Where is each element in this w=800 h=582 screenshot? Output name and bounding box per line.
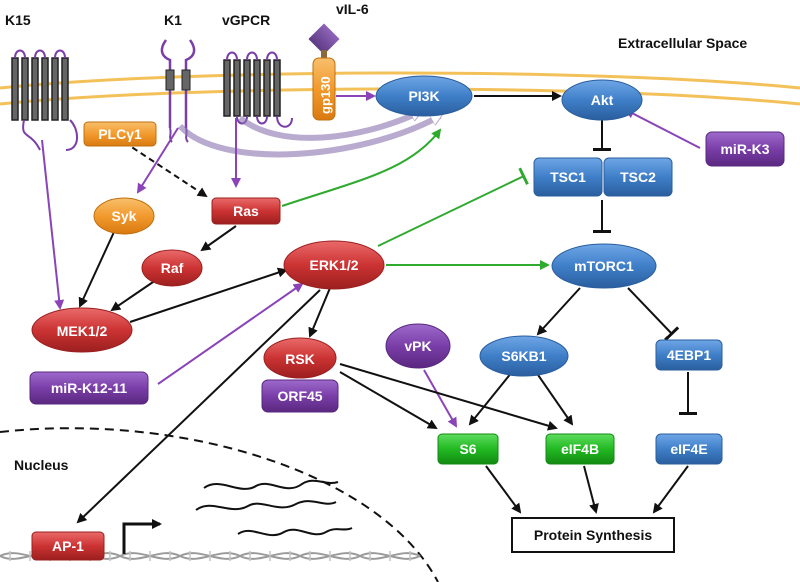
node-vpk: vPK — [385, 323, 451, 369]
node-akt: Akt — [561, 79, 643, 121]
vil6-label: vIL-6 — [336, 1, 369, 17]
node-rsk: RSK — [263, 337, 337, 379]
edges — [41, 91, 701, 524]
erk-label: ERK1/2 — [309, 257, 358, 273]
mirk3-label: miR-K3 — [720, 141, 769, 157]
k1-receptor-icon — [160, 39, 196, 143]
extracellular-label: Extracellular Space — [618, 35, 747, 51]
s6-label: S6 — [459, 441, 476, 457]
mrna-transcripts-icon — [195, 479, 353, 537]
node-tsc1: TSC1 — [533, 157, 603, 197]
node-eif4e: eIF4E — [655, 433, 723, 465]
ap1-label: AP-1 — [52, 538, 84, 554]
node-plcg1: PLCγ1 — [83, 121, 157, 147]
nuclear-envelope — [0, 427, 439, 582]
s6kb1-label: S6KB1 — [501, 348, 546, 364]
mek-label: MEK1/2 — [57, 323, 108, 339]
node-eif4b: eIF4B — [545, 433, 615, 465]
vgpcr-label: vGPCR — [222, 12, 270, 28]
vpk-label: vPK — [404, 338, 431, 354]
akt-label: Akt — [591, 92, 614, 108]
dna-helix-icon — [0, 551, 421, 561]
node-mir-k3: miR-K3 — [705, 131, 785, 167]
k15-label: K15 — [5, 12, 31, 28]
node-4ebp1: 4EBP1 — [655, 339, 723, 371]
raf-label: Raf — [161, 260, 184, 276]
k1-label: K1 — [164, 12, 182, 28]
gp130-receptor: gp130 — [312, 57, 336, 121]
nucleus-label: Nucleus — [14, 457, 69, 473]
pi3k-label: PI3K — [408, 88, 439, 104]
node-raf: Raf — [141, 249, 203, 287]
rsk-label: RSK — [285, 351, 315, 367]
gp130-label: gp130 — [318, 76, 333, 114]
node-s6: S6 — [437, 433, 499, 465]
mtorc1-label: mTORC1 — [574, 258, 634, 274]
ras-label: Ras — [233, 203, 259, 219]
tsc1-label: TSC1 — [550, 169, 586, 185]
node-orf45: ORF45 — [261, 379, 339, 413]
syk-label: Syk — [112, 208, 137, 224]
mirk1211-label: miR-K12-11 — [51, 380, 127, 396]
vil6-ligand-icon — [308, 23, 340, 60]
node-ap1: AP-1 — [31, 531, 105, 561]
plcg1-label: PLCγ1 — [98, 126, 142, 142]
node-pi3k: PI3K — [375, 75, 473, 117]
node-tsc2: TSC2 — [603, 157, 673, 197]
k15-receptor-icon — [11, 49, 78, 151]
protein-synthesis-label: Protein Synthesis — [534, 527, 652, 543]
node-mek: MEK1/2 — [31, 307, 133, 353]
node-ras: Ras — [211, 197, 281, 225]
vgpcr-receptor-icon — [223, 51, 293, 128]
node-syk: Syk — [93, 197, 155, 235]
eif4e-label: eIF4E — [670, 441, 707, 457]
node-mir-k12-11: miR-K12-11 — [29, 371, 149, 405]
node-protein-synthesis: Protein Synthesis — [511, 517, 675, 553]
node-s6kb1: S6KB1 — [479, 335, 569, 377]
ebp1-label: 4EBP1 — [667, 347, 712, 363]
orf45-label: ORF45 — [277, 388, 322, 404]
tsc2-label: TSC2 — [620, 169, 656, 185]
transcription-start-icon — [122, 519, 162, 554]
node-mtorc1: mTORC1 — [551, 243, 657, 289]
eif4b-label: eIF4B — [561, 441, 599, 457]
node-erk: ERK1/2 — [283, 240, 385, 290]
